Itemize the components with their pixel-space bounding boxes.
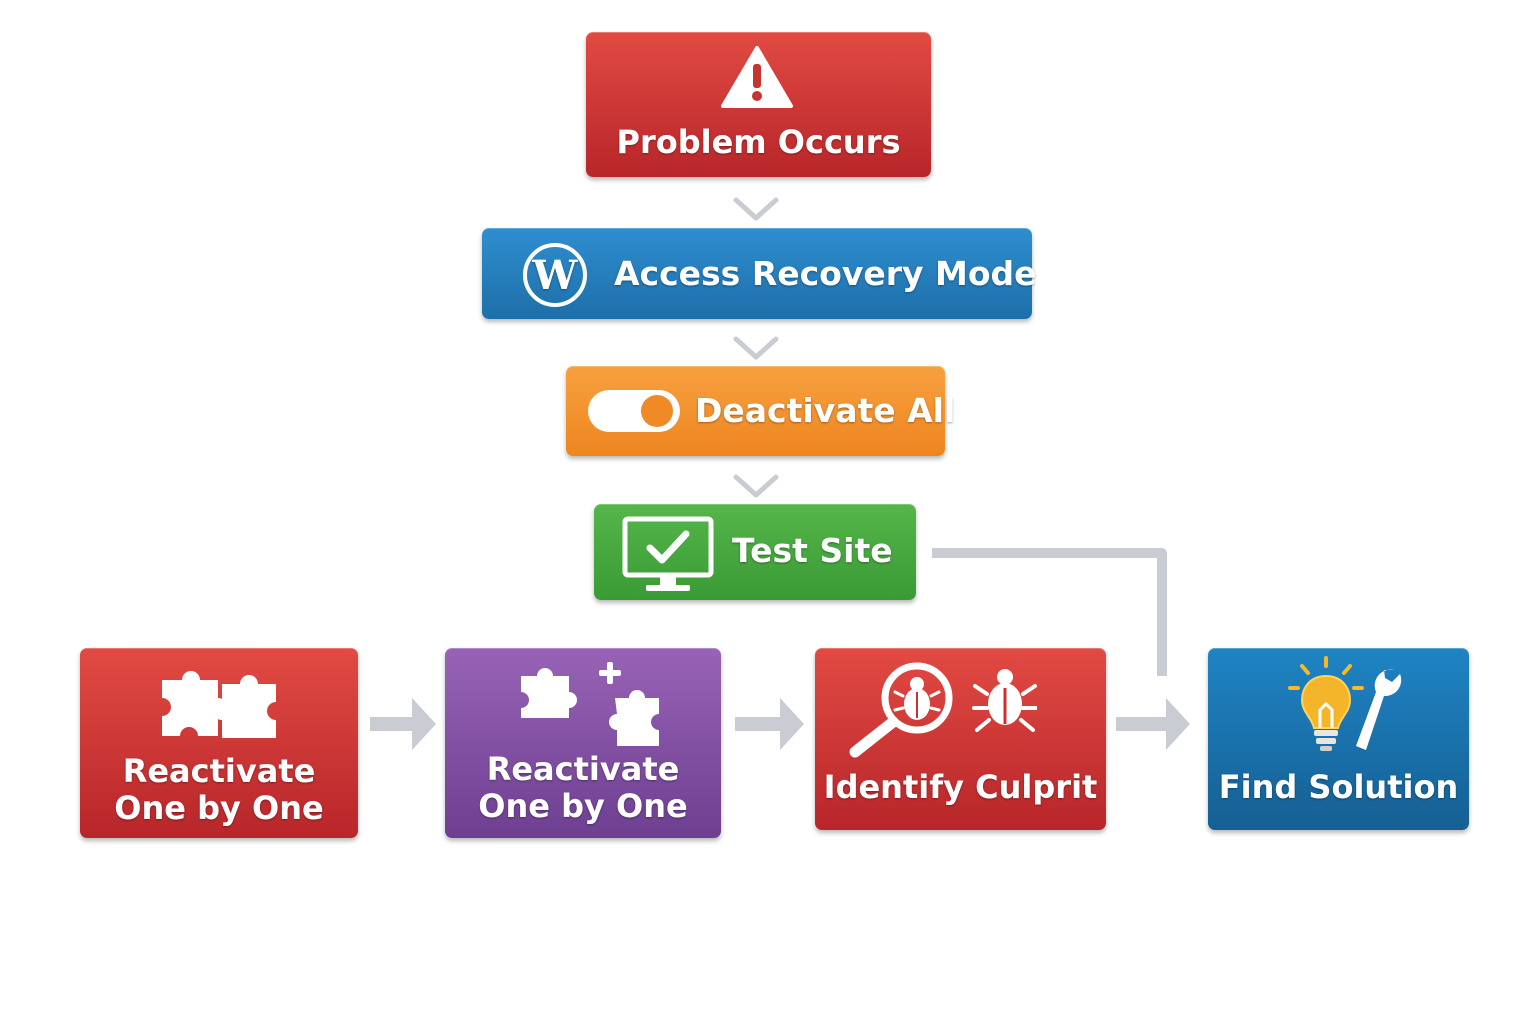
step-label: Deactivate All — [695, 391, 956, 430]
magnifier-bug-icon — [849, 662, 1037, 758]
wordpress-icon: W — [523, 243, 587, 307]
step-access-recovery-mode: W Access Recovery Mode — [482, 228, 1037, 319]
step-label-line2: One by One — [478, 787, 688, 825]
step-label: Find Solution — [1218, 768, 1459, 806]
step-label: Identify Culprit — [823, 768, 1098, 806]
step-label: Test Site — [732, 531, 893, 570]
lightbulb-wrench-icon — [1288, 656, 1402, 751]
step-label: Problem Occurs — [616, 123, 901, 161]
monitor-check-icon — [622, 516, 714, 591]
chevron-arrow-problem-recovery — [733, 197, 779, 221]
arrow-reactivate-a-to-b — [370, 698, 436, 750]
step-reactivate-one-by-one-b: Reactivate One by One — [445, 648, 721, 838]
chevron-arrow-deactivate-test — [733, 474, 779, 498]
step-problem-occurs: Problem Occurs — [586, 32, 931, 177]
step-label-line2: One by One — [114, 789, 324, 827]
arrow-reactivate-b-to-identify — [735, 698, 804, 750]
puzzle-pieces-icon — [162, 670, 276, 738]
elbow-connector-test-solution — [932, 548, 1167, 676]
step-label-line1: Reactivate — [486, 750, 680, 788]
toggle-switch-icon — [588, 390, 680, 432]
arrow-identify-to-solution — [1116, 698, 1190, 750]
puzzle-plus-icon — [521, 662, 659, 746]
step-test-site: Test Site — [594, 504, 916, 600]
warning-icon — [721, 46, 793, 108]
svg-text:W: W — [532, 252, 579, 299]
step-reactivate-one-by-one-a: Reactivate One by One — [80, 648, 358, 838]
step-deactivate-all: Deactivate All — [566, 366, 955, 456]
chevron-arrow-recovery-deactivate — [733, 336, 779, 360]
step-identify-culprit: Identify Culprit — [815, 648, 1106, 830]
step-label-line1: Reactivate — [122, 752, 316, 790]
step-label: Access Recovery Mode — [614, 254, 1037, 293]
step-find-solution: Find Solution — [1208, 648, 1469, 830]
